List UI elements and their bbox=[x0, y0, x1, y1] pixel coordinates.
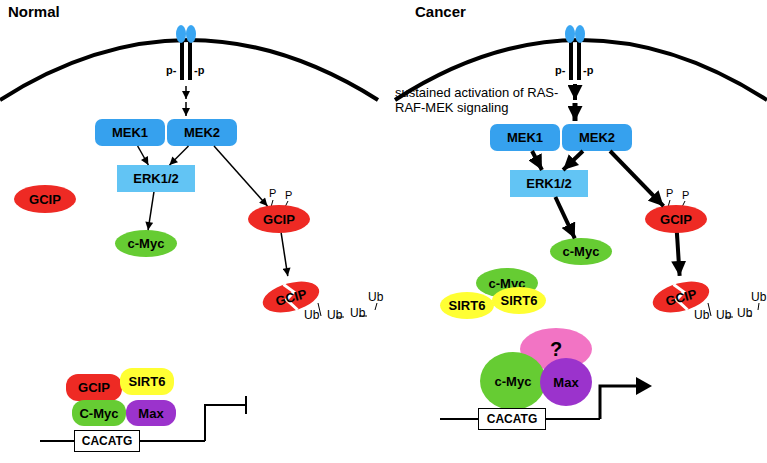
protein-ellipse: SIRT6 bbox=[440, 292, 494, 319]
node-text: Max bbox=[138, 406, 163, 421]
phospho-mark: -p bbox=[194, 64, 204, 77]
complex-protein: Max bbox=[126, 400, 176, 426]
active-promoter-head bbox=[636, 377, 652, 395]
dna-motif-box: CACATG bbox=[74, 430, 140, 452]
signal-arrow bbox=[573, 84, 577, 100]
node-text: CACATG bbox=[487, 412, 537, 426]
protein-ellipse: GCIP bbox=[645, 205, 707, 233]
protein-ellipse: c-Myc bbox=[550, 238, 612, 265]
node-text: GCIP bbox=[29, 192, 61, 207]
phospho-mark: p- bbox=[555, 64, 565, 77]
ubiquitin-link bbox=[318, 303, 377, 317]
signal-arrow bbox=[185, 102, 187, 116]
receptor-bar bbox=[188, 38, 192, 80]
node-text: GCIP bbox=[263, 212, 295, 227]
blocked-promoter bbox=[205, 396, 246, 441]
shape-fill bbox=[480, 352, 546, 410]
ubiquitin-mark: Ub bbox=[327, 309, 342, 323]
shape-fill bbox=[540, 358, 592, 406]
complex-protein: c-Myc bbox=[480, 352, 546, 410]
ubiquitin-mark: Ub bbox=[350, 307, 365, 321]
panel-heading: Normal bbox=[8, 3, 60, 20]
receptor-ligand bbox=[176, 25, 186, 43]
complex-protein: C-Myc bbox=[72, 400, 126, 426]
ubiquitin-mark: Ub bbox=[716, 309, 731, 323]
phospho-mark: P bbox=[269, 187, 276, 200]
node-text: c-Myc bbox=[495, 374, 532, 389]
kinase-box: MEK2 bbox=[167, 119, 237, 146]
connector-arrow bbox=[281, 233, 288, 276]
node-text: MEK1 bbox=[112, 125, 148, 140]
kinase-box: ERK1/2 bbox=[510, 170, 588, 197]
node-text: SIRT6 bbox=[129, 374, 166, 389]
receptor-bar bbox=[569, 38, 573, 80]
receptor-ligand bbox=[565, 25, 575, 43]
shape-fill bbox=[14, 185, 76, 213]
receptor-bar bbox=[180, 38, 184, 80]
shape-fill bbox=[550, 238, 612, 265]
shape-fill bbox=[440, 292, 494, 319]
receptor-ligand bbox=[575, 25, 585, 43]
node-text: ERK1/2 bbox=[526, 176, 572, 191]
phospho-mark: P bbox=[682, 189, 689, 202]
node-text: Max bbox=[553, 375, 578, 390]
connector-arrow bbox=[563, 151, 583, 170]
phospho-mark: -p bbox=[583, 64, 593, 77]
connector-arrow bbox=[677, 233, 680, 276]
shape-fill bbox=[115, 230, 177, 257]
node-text: GCIP bbox=[660, 212, 692, 227]
kinase-box: MEK1 bbox=[490, 124, 560, 151]
connector-arrow bbox=[148, 192, 154, 230]
node-text: C-Myc bbox=[79, 406, 118, 421]
active-promoter bbox=[600, 386, 638, 419]
panel-heading: Cancer bbox=[415, 3, 466, 20]
receptor-bar bbox=[577, 38, 581, 80]
node-text: MEK2 bbox=[184, 125, 220, 140]
protein-ellipse: GCIP bbox=[14, 185, 76, 213]
connector-arrow bbox=[610, 151, 663, 206]
kinase-box: ERK1/2 bbox=[117, 165, 195, 192]
protein-ellipse: SIRT6 bbox=[492, 287, 546, 314]
kinase-box: MEK2 bbox=[562, 124, 632, 151]
shape-fill bbox=[645, 205, 707, 233]
phospho-mark: P bbox=[666, 187, 673, 200]
protein-ellipse: c-Myc bbox=[115, 230, 177, 257]
node-text: ? bbox=[550, 338, 562, 361]
ubiquitin-mark: Ub bbox=[751, 291, 766, 305]
node-text: MEK2 bbox=[579, 130, 615, 145]
ubiquitin-mark: Ub bbox=[304, 309, 319, 323]
node-text: MEK1 bbox=[507, 130, 543, 145]
connector-arrow bbox=[214, 146, 267, 206]
node-text: SIRT6 bbox=[501, 293, 538, 308]
node-text: ERK1/2 bbox=[133, 171, 179, 186]
ubiquitin-mark: Ub bbox=[737, 307, 752, 321]
ubiquitin-mark: Ub bbox=[368, 291, 383, 305]
node-text: c-Myc bbox=[563, 244, 600, 259]
connector-arrow bbox=[555, 197, 574, 238]
dna-motif-box: CACATG bbox=[478, 408, 546, 430]
node-text: c-Myc bbox=[128, 236, 165, 251]
phospho-mark: P bbox=[285, 189, 292, 202]
connector-arrow bbox=[138, 146, 149, 165]
node-text: SIRT6 bbox=[449, 298, 486, 313]
ubiquitin-mark: Ub bbox=[694, 309, 709, 323]
signal-arrow bbox=[573, 103, 578, 121]
node-text: GCIP bbox=[78, 380, 110, 395]
protein-ellipse: GCIP bbox=[248, 205, 310, 233]
connector-arrow bbox=[532, 151, 542, 170]
connector-arrow bbox=[170, 146, 189, 165]
annotation-text: sustained activation of RAS-RAF-MEK sign… bbox=[395, 86, 560, 116]
shape-fill bbox=[492, 287, 546, 314]
complex-protein: GCIP bbox=[66, 374, 122, 401]
signal-arrow bbox=[185, 86, 187, 99]
complex-protein: SIRT6 bbox=[120, 368, 174, 395]
node-text: CACATG bbox=[82, 434, 132, 448]
phospho-mark: p- bbox=[166, 64, 176, 77]
kinase-box: MEK1 bbox=[95, 119, 165, 146]
complex-protein: Max bbox=[540, 358, 592, 406]
shape-fill bbox=[248, 205, 310, 233]
receptor-ligand bbox=[186, 25, 196, 43]
